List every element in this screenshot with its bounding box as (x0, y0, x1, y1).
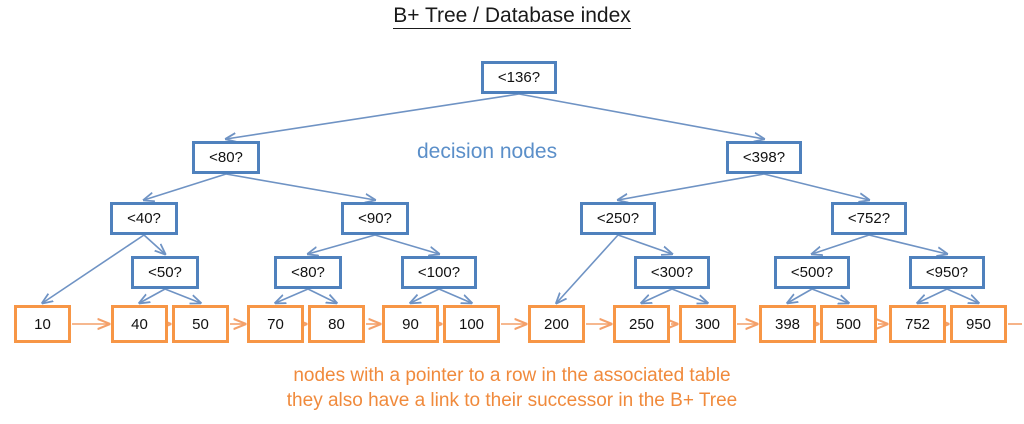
tree-edge-d398-to-d250 (618, 173, 765, 200)
leaf-caption-line-1: nodes with a pointer to a row in the ass… (293, 365, 731, 386)
tree-edge-d40-to-d50 (143, 234, 165, 254)
decision-node-label: <40? (127, 210, 161, 227)
tree-edge-d90-to-d100 (374, 234, 439, 254)
decision-node-label: <752? (847, 210, 891, 227)
decision-node-label: <136? (497, 69, 541, 86)
decision-node-d300[interactable]: <300? (634, 256, 710, 289)
leaf-node-l50[interactable]: 50 (172, 305, 229, 343)
tree-edge-d40-to-l10 (43, 234, 145, 303)
decision-node-label: <80? (209, 149, 243, 166)
leaf-node-label: 398 (774, 315, 801, 333)
decision-nodes-caption: decision nodes (417, 140, 558, 163)
leaf-node-label: 950 (965, 315, 992, 333)
decision-node-d80[interactable]: <80? (192, 141, 260, 174)
tree-edge-d80b-to-l80 (307, 288, 337, 303)
leaf-node-label: 200 (543, 315, 570, 333)
leaf-nodes-caption: nodes with a pointer to a row in the ass… (0, 363, 1024, 413)
decision-node-label: <398? (742, 149, 786, 166)
decision-node-label: <250? (596, 210, 640, 227)
leaf-node-l100[interactable]: 100 (443, 305, 500, 343)
tree-edge-d752-to-d500 (812, 234, 870, 254)
decision-node-d398[interactable]: <398? (726, 141, 802, 174)
tree-edge-d950-to-l950 (946, 288, 979, 303)
page-title-text: B+ Tree / Database index (393, 4, 631, 29)
decision-node-d50[interactable]: <50? (131, 256, 199, 289)
decision-node-label: <90? (358, 210, 392, 227)
leaf-node-label: 50 (192, 315, 209, 333)
decision-node-d752[interactable]: <752? (831, 202, 907, 235)
decision-node-d40[interactable]: <40? (110, 202, 178, 235)
leaf-node-l752[interactable]: 752 (889, 305, 946, 343)
leaf-node-l90[interactable]: 90 (382, 305, 439, 343)
leaf-node-label: 90 (402, 315, 419, 333)
tree-edge-root-to-d398 (518, 93, 764, 139)
decision-node-label: <950? (925, 264, 969, 281)
leaf-node-label: 752 (904, 315, 931, 333)
tree-edge-d250-to-l200 (557, 234, 619, 303)
leaf-node-label: 500 (835, 315, 862, 333)
leaf-node-l80[interactable]: 80 (308, 305, 365, 343)
tree-edge-d300-to-l250 (642, 288, 673, 303)
tree-edge-d90-to-d80b (308, 234, 376, 254)
tree-edge-d500-to-l398 (788, 288, 813, 303)
tree-edge-d500-to-l500 (811, 288, 849, 303)
decision-node-d950[interactable]: <950? (909, 256, 985, 289)
decision-node-d250[interactable]: <250? (580, 202, 656, 235)
leaf-node-label: 80 (328, 315, 345, 333)
page-title: B+ Tree / Database index (0, 4, 1024, 29)
leaf-node-l40[interactable]: 40 (111, 305, 168, 343)
leaf-node-l950[interactable]: 950 (950, 305, 1007, 343)
leaf-caption-line-2: they also have a link to their successor… (286, 390, 738, 411)
decision-node-d500[interactable]: <500? (774, 256, 850, 289)
tree-edge-d80-to-d40 (144, 173, 227, 200)
leaf-node-l250[interactable]: 250 (613, 305, 670, 343)
leaf-node-l200[interactable]: 200 (528, 305, 585, 343)
tree-edge-d80b-to-l70 (276, 288, 309, 303)
tree-edge-d50-to-l50 (164, 288, 201, 303)
tree-edge-d50-to-l40 (140, 288, 166, 303)
leaf-node-l398[interactable]: 398 (759, 305, 816, 343)
decision-node-label: <100? (417, 264, 461, 281)
leaf-node-l300[interactable]: 300 (679, 305, 736, 343)
tree-edge-d300-to-l300 (671, 288, 708, 303)
tree-edge-d398-to-d752 (763, 173, 869, 200)
leaf-node-label: 10 (34, 315, 51, 333)
decision-node-label: <50? (148, 264, 182, 281)
tree-edge-root-to-d80 (226, 93, 520, 139)
decision-node-root[interactable]: <136? (481, 61, 557, 94)
decision-node-d80b[interactable]: <80? (274, 256, 342, 289)
leaf-node-l500[interactable]: 500 (820, 305, 877, 343)
decision-node-d90[interactable]: <90? (341, 202, 409, 235)
tree-edge-d752-to-d950 (868, 234, 947, 254)
leaf-node-label: 300 (694, 315, 721, 333)
decision-node-label: <500? (790, 264, 834, 281)
tree-edge-d250-to-d300 (617, 234, 672, 254)
tree-edge-d100-to-l100 (438, 288, 472, 303)
decision-node-label: <80? (291, 264, 325, 281)
decision-node-label: <300? (650, 264, 694, 281)
decision-node-d100[interactable]: <100? (401, 256, 477, 289)
tree-edge-d80-to-d90 (225, 173, 375, 200)
tree-edge-d950-to-l752 (918, 288, 948, 303)
leaf-node-label: 70 (267, 315, 284, 333)
leaf-node-l70[interactable]: 70 (247, 305, 304, 343)
leaf-node-l10[interactable]: 10 (14, 305, 71, 343)
tree-edge-d100-to-l90 (411, 288, 440, 303)
leaf-node-label: 100 (458, 315, 485, 333)
leaf-node-label: 250 (628, 315, 655, 333)
leaf-node-label: 40 (131, 315, 148, 333)
